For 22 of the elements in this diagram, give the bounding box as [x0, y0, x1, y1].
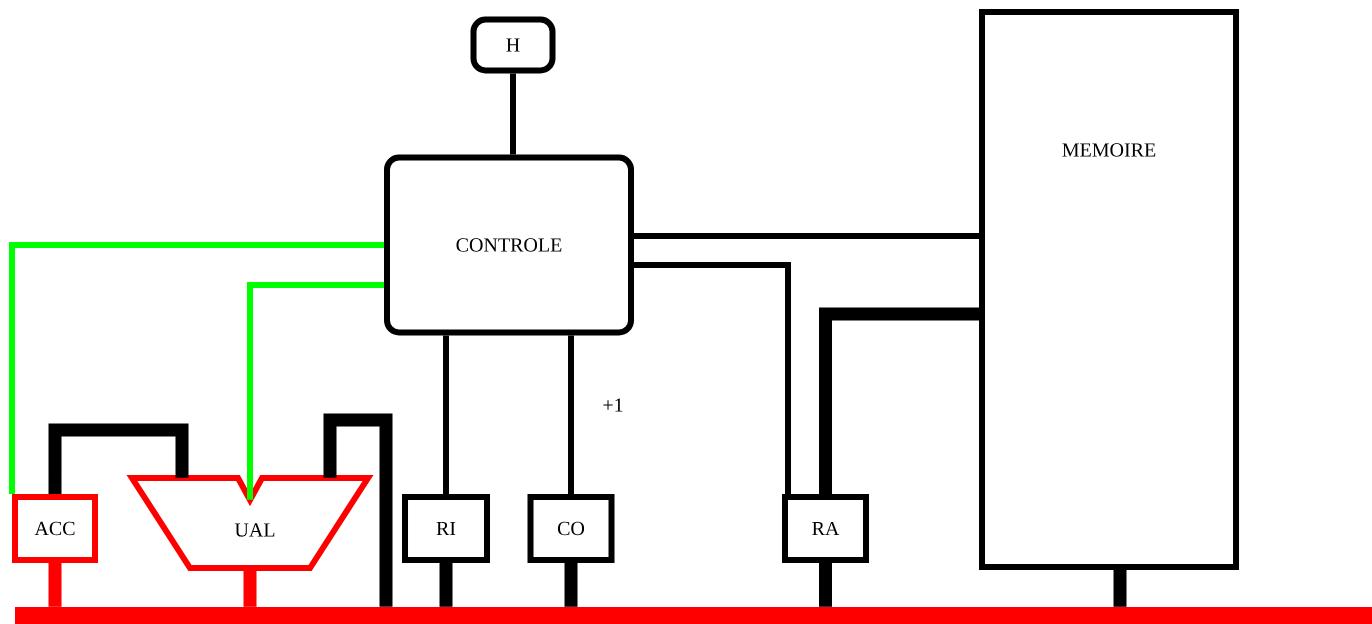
control-box: CONTROLE: [384, 154, 634, 336]
clock-box: H: [470, 16, 556, 74]
connector-line: [1113, 570, 1127, 607]
connector-line: [439, 563, 453, 607]
connector-line: [634, 233, 979, 239]
memory-box: MEMOIRE: [979, 9, 1239, 570]
connector-line: [48, 563, 62, 607]
connector-line: [323, 413, 393, 607]
bus-bar: [15, 607, 1372, 624]
register-box: ACC: [12, 494, 98, 563]
connector-line: [510, 73, 516, 155]
register-box: RI: [402, 494, 490, 563]
connector-line: [564, 563, 578, 607]
connector-line: [819, 307, 979, 494]
edge-label: +1: [601, 397, 625, 413]
connector-line: [568, 335, 574, 494]
connector-line: [819, 563, 832, 607]
connector-line: [634, 262, 791, 494]
connector-line: [443, 335, 449, 494]
register-box: RA: [782, 494, 869, 563]
register-box: CO: [527, 494, 615, 563]
connector-line: [243, 568, 257, 607]
